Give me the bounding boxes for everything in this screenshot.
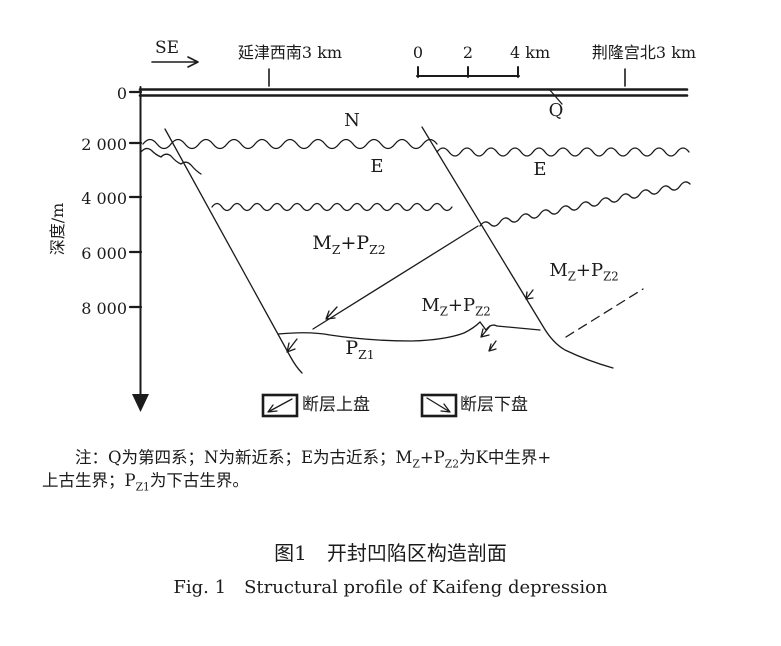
fault-arrow-icon xyxy=(525,289,534,300)
stratum-label-pz1: PZ1 xyxy=(345,337,375,362)
boundary-dashed-right xyxy=(565,288,644,338)
location-left-label: 延津西南3 km xyxy=(237,43,343,62)
caption-en: Fig. 1 Structural profile of Kaifeng dep… xyxy=(173,577,608,598)
depth-tick-2000: 2 000 xyxy=(81,135,127,154)
legend-hanging-wall-label: 断层上盘 xyxy=(302,395,370,415)
unconformity-base-n-right xyxy=(436,147,690,157)
scale-tick-0: 0 xyxy=(412,43,424,62)
stratum-label-q: Q xyxy=(548,100,564,121)
fault-central xyxy=(421,126,614,369)
fault-arrow-icon xyxy=(480,325,491,338)
stratum-label-mzpz2-1: MZ+PZ2 xyxy=(312,232,386,257)
fault-arrow-icon xyxy=(325,306,338,320)
legend-foot-wall-box xyxy=(420,393,458,418)
unconformity-base-e-right xyxy=(479,181,691,227)
figure-note: 注：Q为第四系；N为新近系；E为古近系；MZ+PZ2为K中生界+ 上古生界；PZ… xyxy=(42,446,754,492)
depth-tick-0: 0 xyxy=(116,84,127,103)
se-arrow-icon xyxy=(151,56,199,68)
axis-arrowhead-icon xyxy=(132,394,149,412)
depth-axis-title: 深度/m xyxy=(48,202,67,256)
legend-foot-wall-icon xyxy=(426,397,451,413)
axis-ticks xyxy=(128,90,143,309)
scale-tick-2: 2 xyxy=(462,43,474,62)
legend-hanging-wall-box xyxy=(261,393,299,418)
boundary-rising-mid xyxy=(312,225,479,330)
unconformity-sliver-left xyxy=(140,147,202,175)
stratum-label-e-right: E xyxy=(533,159,547,180)
stratum-label-mzpz2-3: MZ+PZ2 xyxy=(549,260,619,284)
unconformity-base-e-left xyxy=(211,202,453,212)
profile-diagram xyxy=(128,56,691,418)
stratum-label-n: N xyxy=(344,110,360,131)
depth-tick-8000: 8 000 xyxy=(81,299,127,318)
stratum-label-mzpz2-2: MZ+PZ2 xyxy=(421,295,491,319)
fault-arrow-icon xyxy=(488,340,497,352)
scale-tick-4: 4 km xyxy=(510,43,551,62)
stratum-label-e-left: E xyxy=(370,156,384,177)
fault-arrow-icon xyxy=(286,338,298,353)
unconformity-base-n-left xyxy=(142,138,438,150)
note-line-1: 注：Q为第四系；N为新近系；E为古近系；MZ+PZ2为K中生界+ xyxy=(75,448,552,471)
legend-foot-wall-label: 断层下盘 xyxy=(460,395,528,415)
direction-label: SE xyxy=(155,38,180,58)
boundary-top-pz1 xyxy=(277,321,541,342)
location-right-label: 荆隆宫北3 km xyxy=(591,43,697,62)
q-leader-line xyxy=(548,88,563,105)
legend-hanging-wall-icon xyxy=(267,398,293,413)
depth-tick-6000: 6 000 xyxy=(81,244,127,263)
caption-zh: 图1 开封凹陷区构造剖面 xyxy=(274,541,507,565)
scale-bar xyxy=(416,66,520,78)
depth-tick-4000: 4 000 xyxy=(81,189,127,208)
note-line-2: 上古生界；PZ1为下古生界。 xyxy=(42,471,249,494)
fault-left xyxy=(164,128,303,374)
